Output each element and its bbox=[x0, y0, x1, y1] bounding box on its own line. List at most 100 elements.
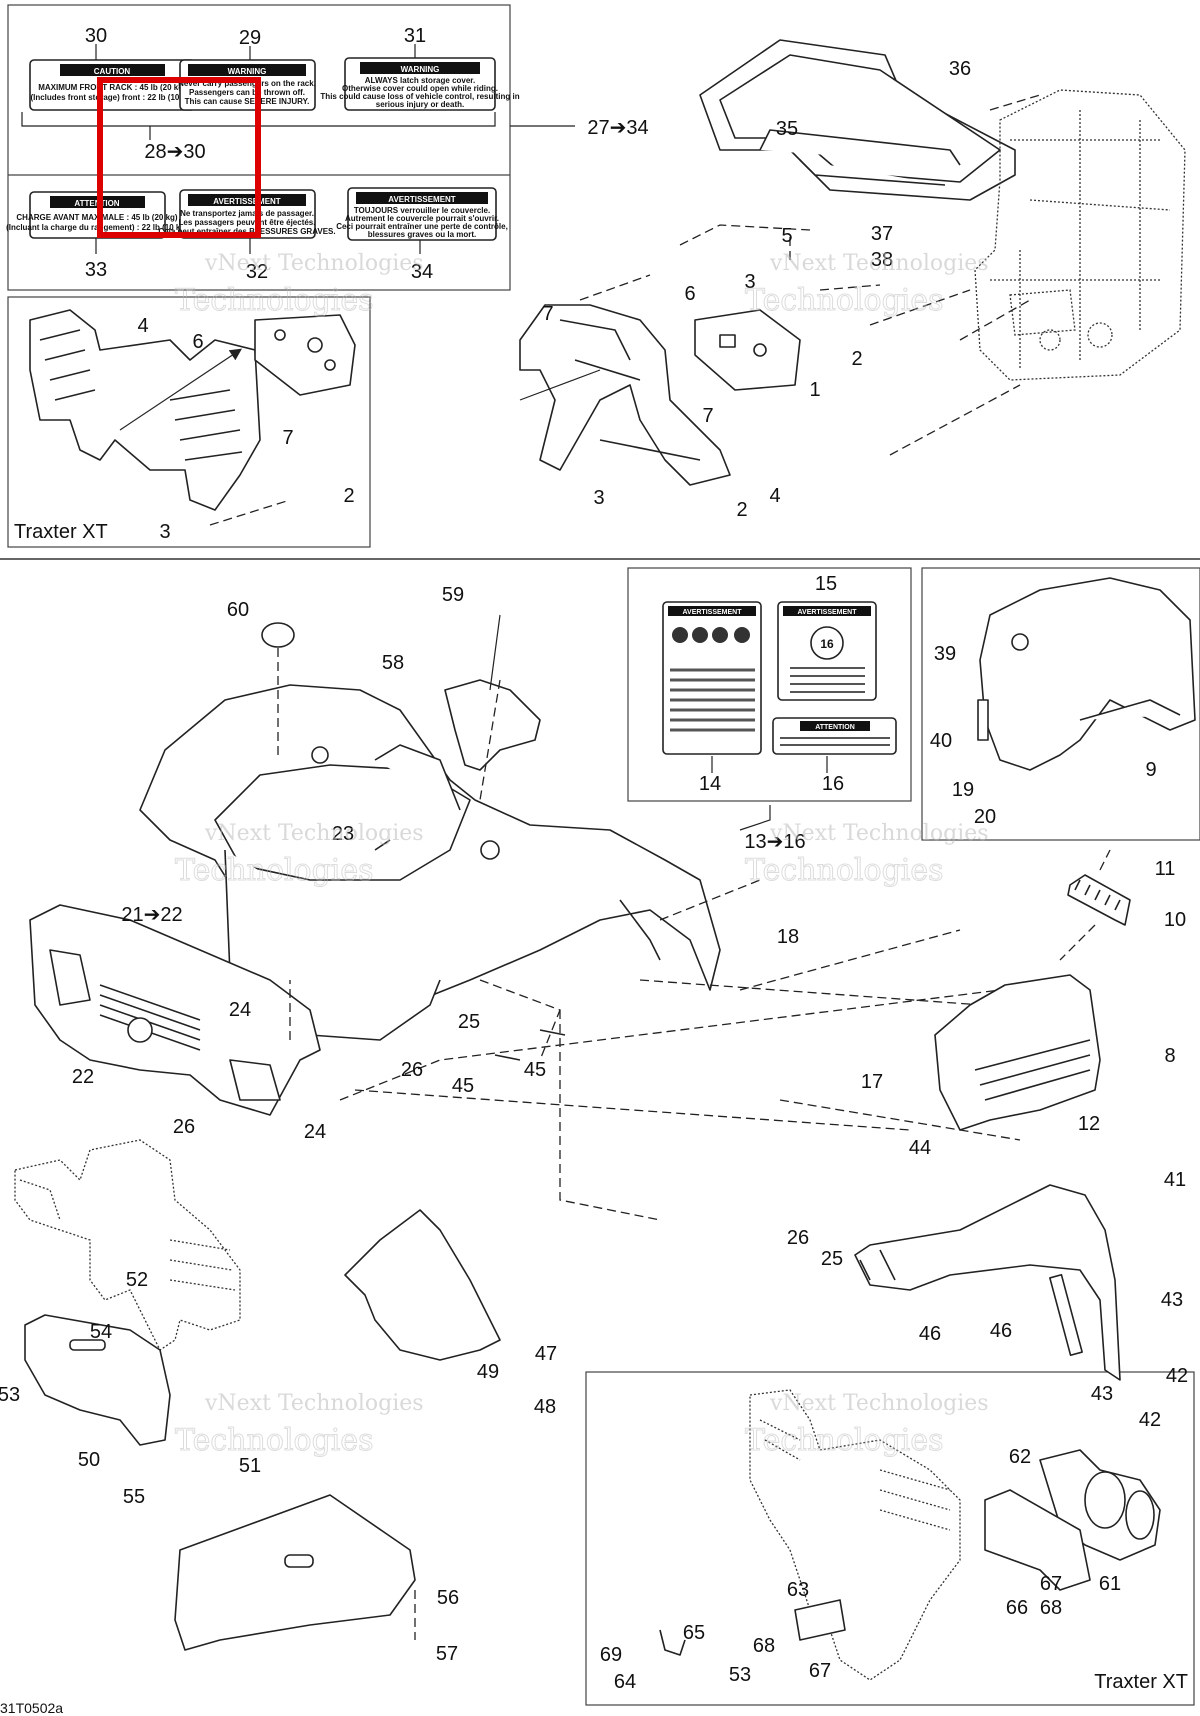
callout-tl-2: 2 bbox=[343, 485, 354, 507]
decal-29-line2: Passengers can be thrown off. bbox=[189, 88, 305, 97]
variant-label-bottom: Traxter XT bbox=[1094, 1671, 1188, 1693]
callout-3a: 3 bbox=[744, 271, 755, 293]
side-panel-inset-frame bbox=[921, 567, 1200, 841]
callout-28-30: 28➔30 bbox=[144, 141, 205, 163]
decal-29-line1: Never carry passengers on the rack. bbox=[178, 79, 316, 88]
callout-45a: 45 bbox=[452, 1075, 474, 1097]
callout-24b: 24 bbox=[304, 1121, 326, 1143]
decal-34-header: AVERTISSEMENT bbox=[388, 195, 456, 204]
callout-1: 1 bbox=[809, 379, 820, 401]
footrest-10 bbox=[1067, 874, 1131, 926]
callout-52: 52 bbox=[126, 1269, 148, 1291]
callout-68a: 68 bbox=[1040, 1597, 1062, 1619]
callout-55: 55 bbox=[123, 1486, 145, 1508]
front-fender-hood bbox=[139, 684, 721, 1041]
callout-42a: 42 bbox=[1166, 1365, 1188, 1387]
watermark-7: Technologies bbox=[175, 283, 374, 318]
callout-7b: 7 bbox=[702, 405, 713, 427]
variant-label-top: Traxter XT bbox=[14, 521, 108, 543]
footer-code: 31T0502a bbox=[0, 1700, 63, 1716]
callout-67b: 67 bbox=[809, 1660, 831, 1682]
callout-61: 61 bbox=[1099, 1573, 1121, 1595]
rear-rack bbox=[699, 39, 1016, 201]
callout-4: 4 bbox=[769, 485, 780, 507]
callout-33: 33 bbox=[85, 259, 107, 281]
watermark-2: vNext Technologies bbox=[769, 251, 989, 276]
callout-32: 32 bbox=[246, 261, 268, 283]
watermark-1: vNext Technologies bbox=[204, 251, 424, 276]
callout-9: 9 bbox=[1145, 759, 1156, 781]
decal-30-line2: (Includes front storage) front : 22 lb (… bbox=[30, 93, 193, 102]
traxter-bracket bbox=[254, 314, 356, 396]
decal-29: WARNING Never carry passengers on the ra… bbox=[178, 59, 316, 111]
callout-40: 40 bbox=[930, 730, 952, 752]
callout-20: 20 bbox=[974, 806, 996, 828]
decal-31-line3: This could cause loss of vehicle control… bbox=[320, 92, 519, 101]
cap-60 bbox=[261, 622, 295, 648]
decal-31: WARNING ALWAYS latch storage cover. Othe… bbox=[320, 57, 520, 111]
fairlead-63 bbox=[794, 1599, 846, 1641]
watermark-10: Technologies bbox=[745, 853, 944, 888]
decal-32-line2: Les passagers peuvent être éjectés. bbox=[179, 218, 316, 227]
watermark-12: Technologies bbox=[745, 1423, 944, 1458]
side-panel-39 bbox=[977, 577, 1196, 771]
decal-34-line3: Ceci pourrait entraîner une perte de con… bbox=[336, 222, 508, 231]
decal-31-line2: Otherwise cover could open while riding. bbox=[342, 84, 498, 93]
decal-34: AVERTISSEMENT TOUJOURS verrouiller le co… bbox=[336, 187, 508, 241]
callout-26c: 26 bbox=[787, 1227, 809, 1249]
callout-10: 10 bbox=[1164, 909, 1186, 931]
decal-30-line1: MAXIMUM FRONT RACK : 45 lb (20 kg) bbox=[38, 83, 186, 92]
skid-plate-55 bbox=[174, 1494, 416, 1651]
callout-60: 60 bbox=[227, 599, 249, 621]
callout-34: 34 bbox=[411, 261, 433, 283]
decal-30-header: CAUTION bbox=[94, 67, 131, 76]
watermark-5: vNext Technologies bbox=[204, 1391, 424, 1416]
callout-37: 37 bbox=[871, 223, 893, 245]
callout-17: 17 bbox=[861, 1071, 883, 1093]
callout-35: 35 bbox=[776, 118, 798, 140]
decal-31-header: WARNING bbox=[401, 65, 440, 74]
watermark-11: Technologies bbox=[175, 1423, 374, 1458]
watermark-3: vNext Technologies bbox=[204, 821, 424, 846]
callout-65: 65 bbox=[683, 1622, 705, 1644]
callout-2b: 2 bbox=[736, 499, 747, 521]
callout-50: 50 bbox=[78, 1449, 100, 1471]
decal-15: AVERTISSEMENT 16 bbox=[777, 601, 877, 701]
callout-57: 57 bbox=[436, 1643, 458, 1665]
callout-66: 66 bbox=[1006, 1597, 1028, 1619]
callout-54: 54 bbox=[90, 1321, 112, 1343]
callout-8: 8 bbox=[1164, 1045, 1175, 1067]
callout-69: 69 bbox=[600, 1644, 622, 1666]
watermark-9: Technologies bbox=[175, 853, 374, 888]
callout-47: 47 bbox=[535, 1343, 557, 1365]
callout-26a: 26 bbox=[401, 1059, 423, 1081]
callout-13-16: 13➔16 bbox=[744, 831, 805, 853]
traxter-bumper bbox=[29, 309, 261, 511]
callout-48: 48 bbox=[534, 1396, 556, 1418]
callout-68b: 68 bbox=[753, 1635, 775, 1657]
callout-2a: 2 bbox=[851, 348, 862, 370]
callout-19: 19 bbox=[952, 779, 974, 801]
callout-25a: 25 bbox=[458, 1011, 480, 1033]
callout-3b: 3 bbox=[593, 487, 604, 509]
traxter-xt-winch-inset-frame bbox=[585, 1371, 1195, 1706]
callout-44: 44 bbox=[909, 1137, 931, 1159]
callout-tl-4: 4 bbox=[137, 315, 148, 337]
decal-32-header: AVERTISSEMENT bbox=[213, 197, 281, 206]
callout-31: 31 bbox=[404, 25, 426, 47]
callout-15: 15 bbox=[815, 573, 837, 595]
callout-18: 18 bbox=[777, 926, 799, 948]
mounting-bracket-1 bbox=[694, 309, 801, 391]
callout-26b: 26 bbox=[173, 1116, 195, 1138]
decal-31-line4: serious injury or death. bbox=[376, 100, 464, 109]
front-bumper bbox=[519, 304, 731, 486]
callout-24a: 24 bbox=[229, 999, 251, 1021]
emblem-22 bbox=[127, 1017, 153, 1043]
callout-43b: 43 bbox=[1091, 1383, 1113, 1405]
decal-34-line4: blessures graves ou la mort. bbox=[368, 230, 477, 239]
decal-15-header: AVERTISSEMENT bbox=[798, 609, 858, 616]
callout-67a: 67 bbox=[1040, 1573, 1062, 1595]
callout-62: 62 bbox=[1009, 1446, 1031, 1468]
callout-59: 59 bbox=[442, 584, 464, 606]
winch-plate-61 bbox=[984, 1489, 1091, 1591]
